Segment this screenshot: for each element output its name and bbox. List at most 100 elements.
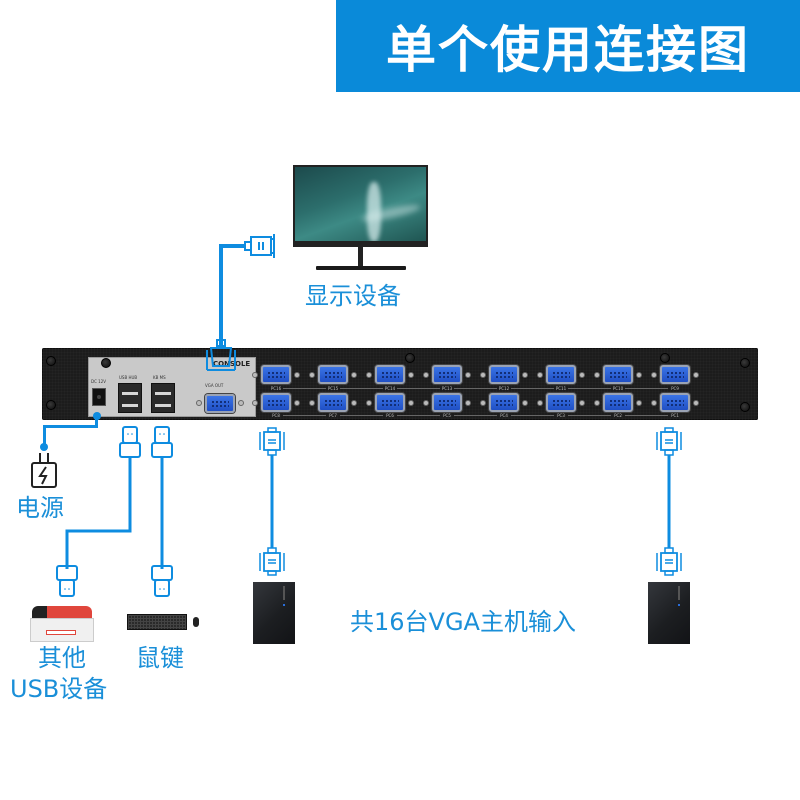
pc-port-label: PC7 [329, 413, 337, 418]
screw [405, 353, 415, 363]
vga-nut [294, 400, 300, 406]
port-divider-line [340, 388, 383, 389]
screw [740, 402, 750, 412]
vga-input-port-pc3[interactable] [546, 393, 576, 412]
vga-nut [480, 400, 486, 406]
vga-nut [537, 400, 543, 406]
keyboard-icon [127, 614, 187, 630]
pc-tower-icon [648, 582, 690, 644]
screw [46, 356, 56, 366]
power-cable [43, 425, 46, 447]
vga-nut [408, 400, 414, 406]
vga-nut [351, 372, 357, 378]
mouse-icon [193, 617, 199, 627]
vga-connector-icon [656, 427, 682, 456]
vga-nut [351, 400, 357, 406]
vga-input-port-pc11[interactable] [546, 365, 576, 384]
screw [101, 358, 111, 368]
power-cable [95, 416, 98, 428]
monitor-cable [219, 244, 245, 248]
title-banner: 单个使用连接图 [336, 0, 800, 92]
vga-input-port-pc2[interactable] [603, 393, 633, 412]
vga-input-port-pc13[interactable] [432, 365, 462, 384]
usb-hub-label: USB HUB [119, 375, 138, 380]
vga-nut [309, 372, 315, 378]
vga-connector-icon [244, 234, 275, 258]
port-divider-line [625, 388, 668, 389]
screw [740, 358, 750, 368]
pc-port-label: PC10 [612, 386, 624, 391]
usb-hub-port[interactable] [118, 383, 142, 413]
vga-host-cable-left [259, 427, 285, 576]
port-divider-line [454, 388, 497, 389]
vga-input-port-pc7[interactable] [318, 393, 348, 412]
monitor-icon [293, 165, 428, 247]
kbm-usb-port[interactable] [151, 383, 175, 413]
port-divider-line [340, 415, 383, 416]
port-divider-line [625, 415, 668, 416]
vga-input-port-pc5[interactable] [432, 393, 462, 412]
power-label: 电源 [16, 494, 64, 522]
vga-nut [522, 400, 528, 406]
port-divider-line [511, 415, 554, 416]
vga-input-port-pc15[interactable] [318, 365, 348, 384]
vga-input-port-pc14[interactable] [375, 365, 405, 384]
vga-input-port-pc6[interactable] [375, 393, 405, 412]
vga-nut [636, 400, 642, 406]
keyboard-mouse-label: 鼠键 [136, 644, 184, 672]
vga-nut [366, 372, 372, 378]
port-divider-line [568, 415, 611, 416]
vga-nut [252, 400, 258, 406]
other-usb-label-line2: USB设备 [10, 675, 108, 703]
vga-input-port-pc8[interactable] [261, 393, 291, 412]
usb-cables [56, 426, 173, 597]
vga-input-port-pc1[interactable] [660, 393, 690, 412]
vga-nut [309, 400, 315, 406]
vga-out-label: VGA OUT [205, 383, 224, 388]
vga-connector-icon [206, 339, 236, 371]
other-usb-label-line1: 其他 [38, 644, 86, 672]
kbm-label: KB MS [153, 375, 166, 380]
port-divider-line [511, 388, 554, 389]
vga-connector-icon [259, 427, 285, 456]
cable-dot [40, 443, 48, 451]
dc-label: DC 12V [91, 379, 106, 384]
printer-top [32, 606, 92, 618]
vga-out-port[interactable] [205, 394, 235, 413]
power-plug-icon [31, 453, 57, 488]
monitor-screen [295, 167, 426, 241]
vga-nut [651, 400, 657, 406]
pc-port-label: PC5 [443, 413, 451, 418]
console-label: CONSOLE [213, 360, 251, 368]
pc-port-label: PC8 [272, 413, 280, 418]
vga-nut [594, 400, 600, 406]
vga-connector-icon [259, 547, 285, 576]
monitor-base [316, 266, 406, 270]
vga-nut [651, 372, 657, 378]
vga-input-port-pc10[interactable] [603, 365, 633, 384]
port-divider-line [283, 388, 326, 389]
vga-input-port-pc9[interactable] [660, 365, 690, 384]
vga-connector-icon [656, 547, 682, 576]
vga-input-port-pc12[interactable] [489, 365, 519, 384]
vga-input-port-pc16[interactable] [261, 365, 291, 384]
monitor-stand [358, 247, 363, 267]
screen-wave [367, 181, 382, 241]
vga-nut [693, 400, 699, 406]
vga-nut [537, 372, 543, 378]
printer-tray [46, 630, 76, 635]
pc-port-label: PC3 [557, 413, 565, 418]
vga-input-port-pc4[interactable] [489, 393, 519, 412]
vga-nut [238, 400, 244, 406]
pc-port-label: PC12 [498, 386, 510, 391]
dc-power-jack[interactable] [92, 388, 106, 406]
vga-nut [465, 400, 471, 406]
port-divider-line [397, 388, 440, 389]
pc-port-label: PC15 [327, 386, 339, 391]
printer-body [30, 618, 94, 642]
vga-nut [366, 400, 372, 406]
monitor-cable [219, 244, 223, 348]
vga-nut [408, 372, 414, 378]
vga-nut [196, 400, 202, 406]
printer-icon [26, 606, 96, 642]
